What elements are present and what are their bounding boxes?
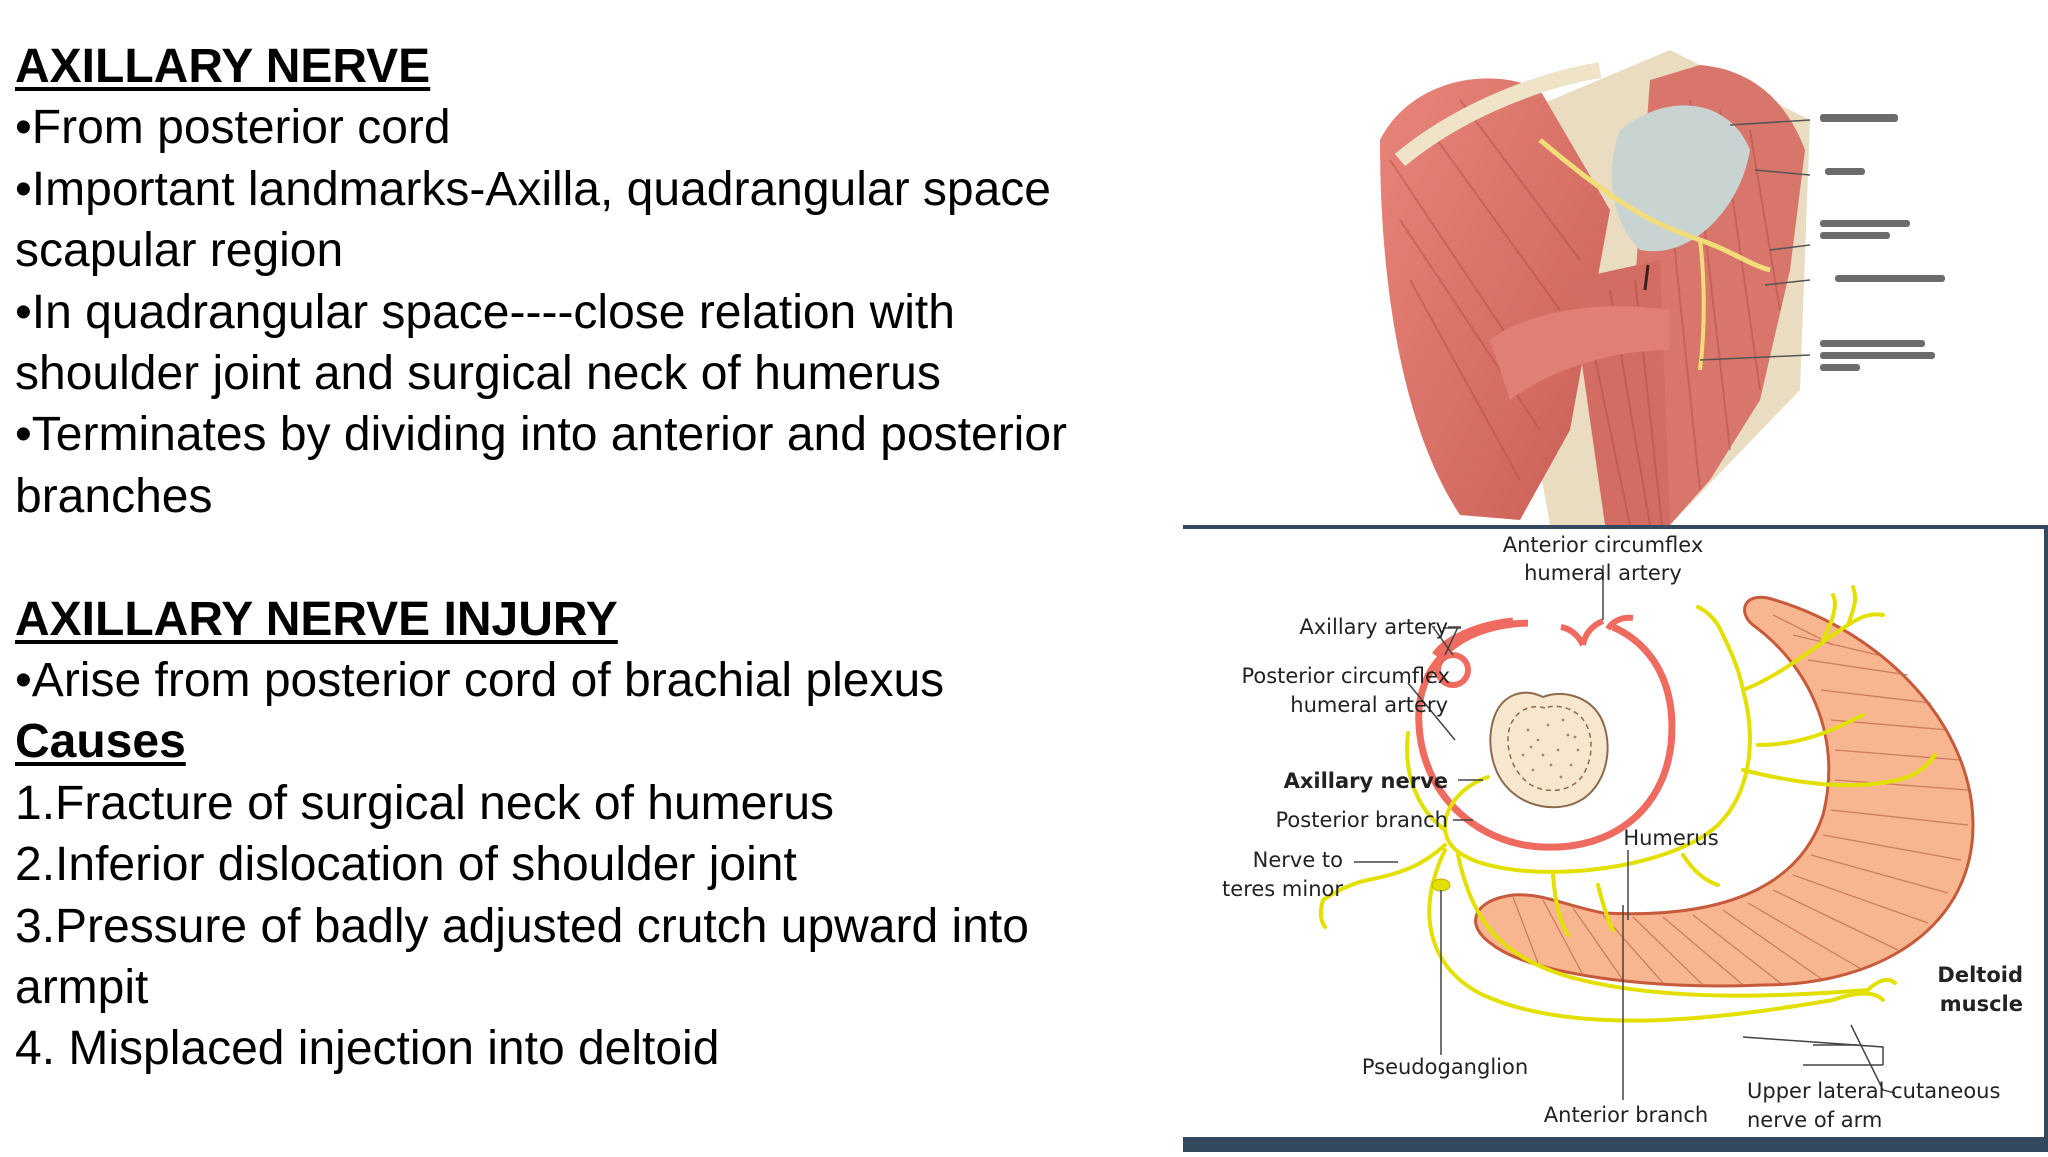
- nerve-point: •From posterior cord: [15, 101, 451, 155]
- nerve-point: scapular region: [15, 224, 344, 278]
- cause-item: 3.Pressure of badly adjusted crutch upwa…: [15, 899, 1029, 953]
- axillary-nerve-branches: [1318, 585, 1937, 1023]
- spacer: [15, 527, 1165, 588]
- shoulder-anatomy-image: [1370, 10, 2010, 525]
- axillary-nerve-diagram: Anterior circumflex humeral artery Axill…: [1183, 525, 2048, 1152]
- nerve-point: •Terminates by dividing into anterior an…: [15, 408, 1068, 462]
- cause-item: 1.Fracture of surgical neck of humerus: [15, 776, 835, 830]
- label-humerus: Humerus: [1623, 826, 1718, 850]
- nerve-point: •In quadrangular space----close relation…: [15, 285, 955, 339]
- illustration-leaders: [1699, 119, 1811, 361]
- label-axillary-artery: Axillary artery: [1299, 615, 1448, 639]
- heading-axillary-nerve-injury: AXILLARY NERVE INJURY: [15, 592, 618, 646]
- cause-item: 2.Inferior dislocation of shoulder joint: [15, 838, 797, 892]
- label-posterior-branch: Posterior branch: [1276, 808, 1448, 832]
- label-upper-lateral-1: Upper lateral cutaneous: [1747, 1079, 2000, 1103]
- illustration-label-marks: [1820, 114, 1945, 371]
- deltoid-muscle: [1474, 595, 1975, 988]
- label-pseudoganglion: Pseudoganglion: [1362, 1055, 1528, 1079]
- label-anterior-circumflex-1: Anterior circumflex: [1503, 533, 1704, 557]
- label-anterior-branch: Anterior branch: [1544, 1103, 1708, 1127]
- humerus-texture: [1521, 718, 1580, 779]
- cause-item: 4. Misplaced injection into deltoid: [15, 1022, 720, 1076]
- cause-item: armpit: [15, 961, 149, 1015]
- pseudoganglion: [1431, 878, 1451, 892]
- label-upper-lateral-2: nerve of arm: [1747, 1108, 1882, 1132]
- nerve-point: branches: [15, 469, 213, 523]
- nerve-point: •Important landmarks-Axilla, quadrangula…: [15, 162, 1051, 216]
- injury-point: •Arise from posterior cord of brachial p…: [15, 654, 945, 708]
- circumflex-arteries: [1415, 617, 1676, 851]
- anterior-circumflex-tips: [1560, 614, 1634, 647]
- axillary-nerve-diagram-svg: Anterior circumflex humeral artery Axill…: [1183, 525, 2048, 1152]
- humerus-bone: [1489, 691, 1609, 809]
- label-nerve-to-1: Nerve to: [1253, 848, 1343, 872]
- axillary-artery-cross-section: [1529, 614, 1541, 626]
- label-deltoid-2: muscle: [1940, 992, 2023, 1016]
- label-nerve-to-2: teres minor: [1222, 877, 1343, 901]
- slide-text: AXILLARY NERVE •From posterior cord •Imp…: [15, 36, 1165, 1080]
- label-deltoid-1: Deltoid: [1937, 963, 2023, 987]
- causes-heading: Causes: [15, 715, 186, 769]
- heading-axillary-nerve: AXILLARY NERVE: [15, 40, 431, 93]
- label-anterior-circumflex-2: humeral artery: [1524, 561, 1682, 585]
- diagram-leaders: [1354, 565, 1896, 1100]
- label-posterior-circumflex-1: Posterior circumflex: [1241, 664, 1450, 688]
- label-axillary-nerve: Axillary nerve: [1284, 769, 1448, 793]
- diagram-frame-right: [2044, 525, 2048, 1152]
- label-posterior-circumflex-2: humeral artery: [1290, 693, 1448, 717]
- diagram-frame-top: [1183, 525, 2048, 529]
- shoulder-anatomy-illustration: [1370, 10, 2010, 525]
- nerve-point: shoulder joint and surgical neck of hume…: [15, 347, 941, 401]
- diagram-frame-bottom: [1183, 1137, 2048, 1152]
